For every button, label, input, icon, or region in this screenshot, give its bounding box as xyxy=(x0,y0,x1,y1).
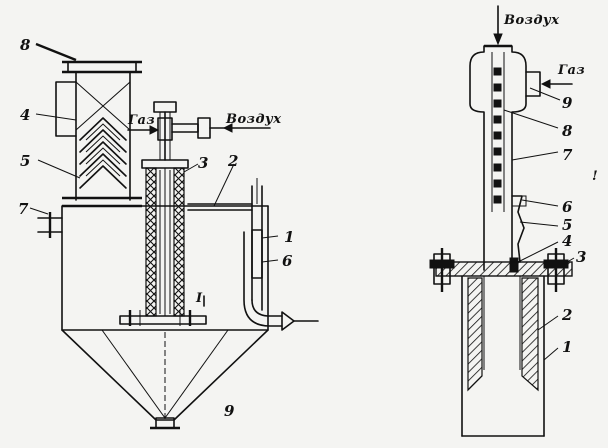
label-gas-right: Газ xyxy=(557,63,585,78)
callout-right-5: 5 xyxy=(562,216,572,234)
callout-right-3: 3 xyxy=(576,248,586,266)
flange-plate xyxy=(429,248,573,292)
callout-left-4: 4 xyxy=(20,106,30,124)
lower-body xyxy=(461,275,545,437)
callout-right-4: 4 xyxy=(562,232,572,250)
gas-inlet-right xyxy=(525,71,541,97)
callout-left-8: 8 xyxy=(20,36,31,54)
callout-right-9: 9 xyxy=(562,94,573,112)
label-air-right: Воздух xyxy=(503,13,560,28)
left-apparatus xyxy=(29,42,319,430)
main-vessel xyxy=(61,205,269,421)
top-flange xyxy=(67,61,137,73)
callout-left-2: 2 xyxy=(227,152,238,170)
label-gas-left: Газ xyxy=(127,113,155,128)
callout-left-1: 1 xyxy=(284,228,294,246)
burner-tube xyxy=(119,159,207,326)
connector-pipe xyxy=(187,203,253,211)
side-inlet xyxy=(55,81,77,137)
label-air-left: Воздух xyxy=(225,112,282,127)
side-pipe xyxy=(243,178,319,331)
callout-right-1: 1 xyxy=(562,338,572,356)
callout-left-3: 3 xyxy=(198,154,208,172)
right-apparatus xyxy=(429,5,575,437)
callout-right-2: 2 xyxy=(561,306,572,324)
chevron-baffles xyxy=(79,117,127,189)
nozzle-holes xyxy=(493,67,502,204)
callout-right-7: 7 xyxy=(562,146,573,164)
callout-right-6: 6 xyxy=(562,198,573,216)
callout-left-7: 7 xyxy=(18,200,29,218)
callout-left-9: 9 xyxy=(224,402,235,420)
mark-i: I xyxy=(195,291,203,306)
callout-left-6: 6 xyxy=(282,252,293,270)
mark-exclamation: ! xyxy=(592,169,598,184)
burner-head xyxy=(153,101,227,161)
callout-left-5: 5 xyxy=(20,152,30,170)
callout-right-8: 8 xyxy=(562,122,573,140)
